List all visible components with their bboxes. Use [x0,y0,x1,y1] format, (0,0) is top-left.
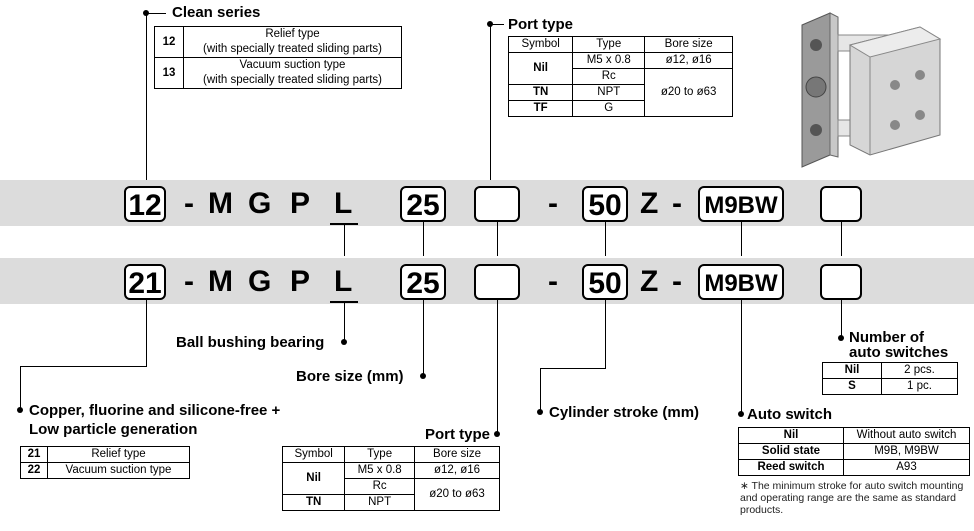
code2-z: Z [640,265,659,298]
code1-dash2: - [548,187,558,220]
code2-g: G [248,265,272,298]
code2-dash2: - [548,265,558,298]
auto-switch-dot [738,411,744,417]
copper-free-label-1: Copper, fluorine and silicone-free + [29,402,281,419]
port-type-top-title: Port type [508,16,574,33]
code2-bore-box: 25 [400,264,446,300]
code1-port-box [474,186,520,222]
code2-p: P [290,265,311,298]
code1-l: L [334,187,353,220]
cylinder-stroke-dot [537,409,543,415]
code1-switch-box: M9BW [698,186,784,222]
code1-bore-box: 25 [400,186,446,222]
code2-dash3: - [672,265,682,298]
ball-bushing-dot [341,339,347,345]
code2-dash: - [184,265,194,298]
code1-stroke-box: 50 [582,186,628,222]
code1-prefix-box: 12 [124,186,166,222]
auto-switch-title: Auto switch [747,406,832,423]
num-switches-title-1: Number of [849,329,924,346]
port-type-bottom-dot [494,431,500,437]
cylinder-product-image [801,12,942,168]
code2-m: M [208,265,233,298]
code2-l: L [334,265,353,298]
code1-dash3: - [672,187,682,220]
code2-prefix-box: 21 [124,264,166,300]
bore-size-label: Bore size (mm) [296,368,404,385]
cylinder-stroke-label: Cylinder stroke (mm) [549,404,700,421]
code1-num-box [820,186,862,222]
ball-bushing-label: Ball bushing bearing [176,334,325,351]
bore-size-dot [420,373,426,379]
num-switches-title-2: auto switches [849,344,949,361]
num-switches-dot [838,335,844,341]
copper-free-label-2: Low particle generation [29,421,198,438]
code1-z: Z [640,187,659,220]
clean-series-table: 12 Relief type(with specially treated sl… [154,26,402,89]
code1-p: P [290,187,311,220]
code2-port-box [474,264,520,300]
copper-free-dot [17,407,23,413]
code1-m: M [208,187,233,220]
auto-switch-note: ∗ The minimum stroke for auto switch mou… [740,480,964,516]
code1-g: G [248,187,272,220]
code2-switch-box: M9BW [698,264,784,300]
code1-dash: - [184,187,194,220]
code2-num-box [820,264,862,300]
clean-series-title: Clean series [172,4,261,21]
port-type-bottom-title: Port type [425,426,491,443]
code2-stroke-box: 50 [582,264,628,300]
